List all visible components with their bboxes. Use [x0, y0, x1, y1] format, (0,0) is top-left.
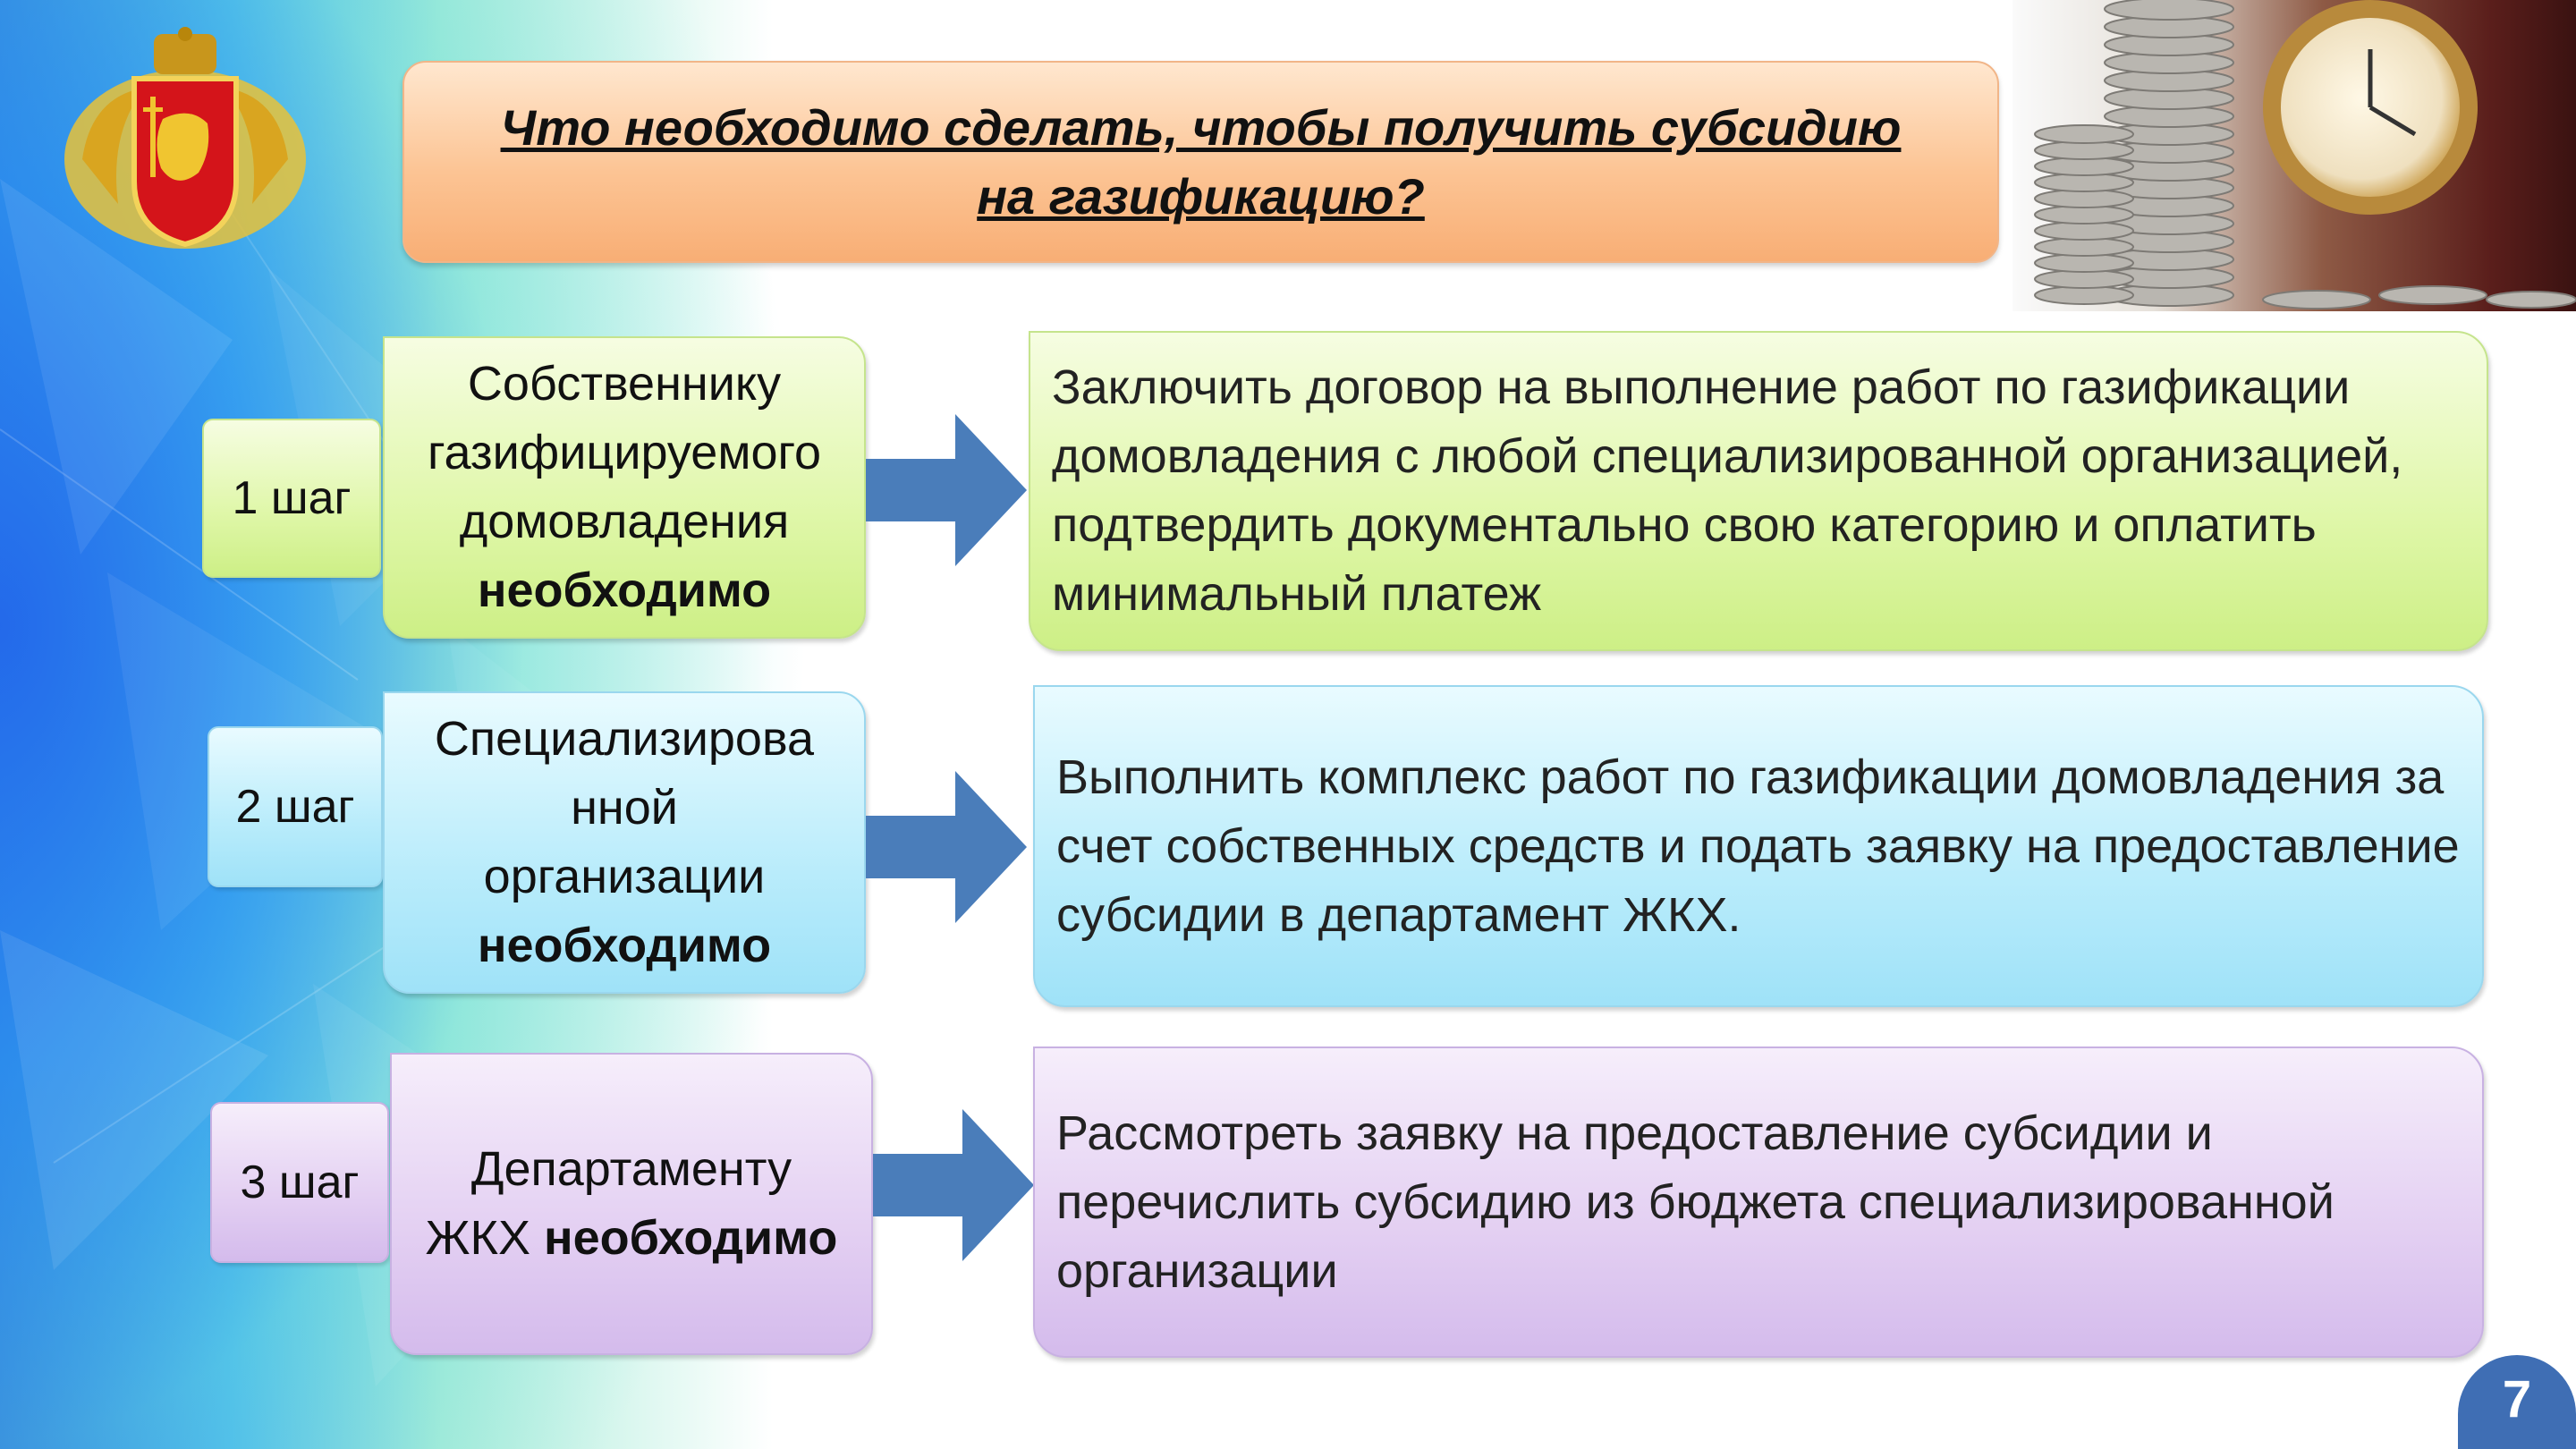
- step-2-tab: 2 шаг: [208, 726, 383, 887]
- step-1-action-box: Заключить договор на выполнение работ по…: [1029, 331, 2488, 651]
- step-2-label: 2 шаг: [236, 780, 355, 834]
- step-2-actor-line: нной: [571, 774, 678, 843]
- right-arrow-icon: [866, 414, 1027, 566]
- step-3-actor-line: Департаменту: [471, 1135, 792, 1204]
- step-2-actor-line: Специализирова: [435, 705, 814, 774]
- step-2-actor-emphasis: необходимо: [478, 911, 771, 980]
- step-1-label: 1 шаг: [233, 471, 352, 525]
- step-1-actor-line: домовладения: [460, 487, 789, 556]
- page-title: Что необходимо сделать, чтобы получить с…: [486, 93, 1917, 231]
- step-3-tab: 3 шаг: [210, 1102, 389, 1263]
- step-1-actor-line: Собственнику: [468, 350, 781, 419]
- step-2-action-box: Выполнить комплекс работ по газификации …: [1033, 685, 2484, 1007]
- step-3-action-box: Рассмотреть заявку на предоставление суб…: [1033, 1046, 2484, 1358]
- coins-clock-illustration: [2012, 0, 2576, 311]
- step-1-actor-emphasis: необходимо: [478, 556, 771, 625]
- step-2-actor-line: организации: [484, 843, 766, 911]
- title-banner: Что необходимо сделать, чтобы получить с…: [402, 61, 1999, 263]
- step-1-tab: 1 шаг: [202, 419, 381, 578]
- step-3-actor-emphasis: необходимо: [544, 1211, 837, 1265]
- step-3-actor-box: Департаменту ЖКХ необходимо: [390, 1053, 873, 1355]
- coat-of-arms-emblem: [55, 25, 315, 258]
- coins-and-clock-photo: [2012, 0, 2576, 311]
- step-1-actor-line: газифицируемого: [428, 419, 821, 487]
- step-1-actor-box: Собственнику газифицируемого домовладени…: [383, 336, 866, 639]
- step-3-actor-prefix: ЖКХ: [426, 1211, 530, 1265]
- page-number: 7: [2503, 1369, 2531, 1429]
- step-1-action-text: Заключить договор на выполнение работ по…: [1052, 353, 2465, 629]
- step-2-action-text: Выполнить комплекс работ по газификации …: [1056, 743, 2461, 950]
- step-3-action-text: Рассмотреть заявку на предоставление суб…: [1056, 1099, 2461, 1306]
- step-3-label: 3 шаг: [241, 1156, 360, 1209]
- step-3-actor-line-2: ЖКХ необходимо: [426, 1204, 838, 1273]
- right-arrow-icon: [866, 771, 1027, 923]
- right-arrow-icon: [873, 1109, 1034, 1261]
- step-2-actor-box: Специализирова нной организации необходи…: [383, 691, 866, 994]
